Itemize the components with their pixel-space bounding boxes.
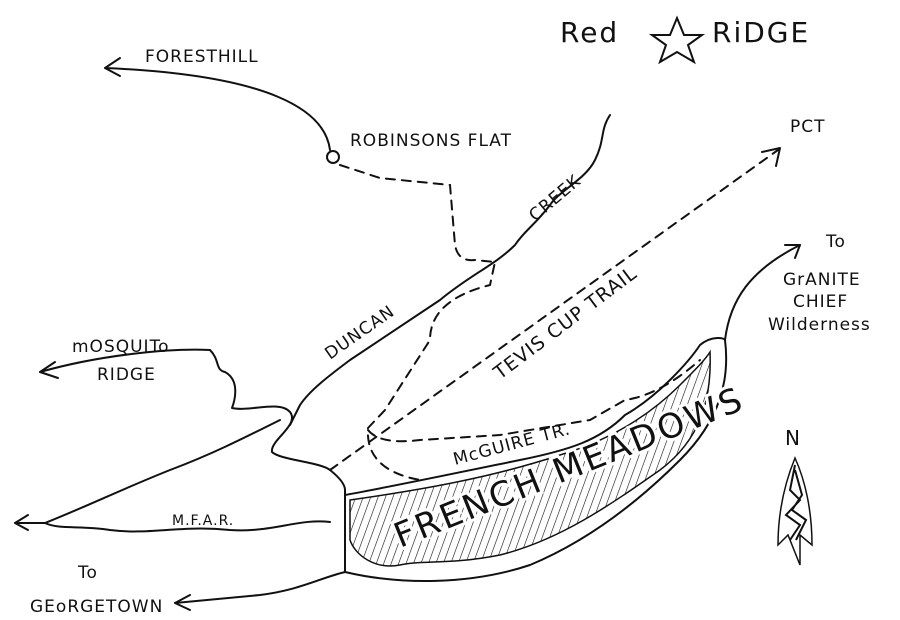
label-creek: CREEK <box>525 171 585 226</box>
label-to-georgetown: To <box>77 563 98 583</box>
georgetown-arrowhead-icon <box>174 594 191 611</box>
star-icon <box>648 15 706 65</box>
duncan-creek <box>289 114 611 426</box>
title-ridge: RiDGE <box>712 16 810 49</box>
label-french-meadows: FRENCH MEADOWS <box>388 379 750 556</box>
pct-arrowhead-icon <box>761 147 781 167</box>
label-tevis-cup-trail: TEVIS CUP TRAIL <box>489 262 641 384</box>
tevis-cup-trail <box>329 149 779 471</box>
robinsons-flat-marker <box>326 150 340 164</box>
trail-robinsons <box>339 164 497 481</box>
label-foresthill: FORESTHILL <box>145 47 259 67</box>
title-red: Red <box>560 16 619 49</box>
label-to-granite: To <box>825 232 846 252</box>
label-mfar: M.F.A.R. <box>172 513 234 529</box>
mosquito-ridge-road <box>39 348 346 573</box>
reservoir-shoreline <box>344 337 728 582</box>
granite-chief-road <box>724 244 801 341</box>
mfar-arrowhead-icon <box>14 514 29 531</box>
georgetown-road <box>174 571 346 604</box>
label-georgetown: GEoRGETOWN <box>30 597 163 617</box>
label-chief: CHIEF <box>793 292 848 312</box>
label-wilderness: Wilderness <box>768 315 871 335</box>
foresthill-arrowhead-icon <box>104 57 121 77</box>
label-granite: GrANITE <box>783 270 861 290</box>
label-mosquito: mOSQUITo <box>72 337 169 357</box>
label-pct: PCT <box>790 117 826 137</box>
mcguire-trail <box>367 359 701 443</box>
river-upper <box>44 419 281 524</box>
label-north: N <box>785 426 801 450</box>
french-meadows-hatched <box>349 349 711 567</box>
mfar-road <box>14 520 331 533</box>
north-arrowhead-icon <box>777 456 813 566</box>
foresthill-road <box>104 67 331 151</box>
mosquito-arrowhead-icon <box>39 361 59 379</box>
granite-arrowhead-icon <box>784 244 801 259</box>
label-robinsons-flat: ROBINSONS FLAT <box>350 131 512 151</box>
label-duncan: DUNCAN <box>321 302 398 365</box>
label-ridge: RIDGE <box>97 365 156 385</box>
